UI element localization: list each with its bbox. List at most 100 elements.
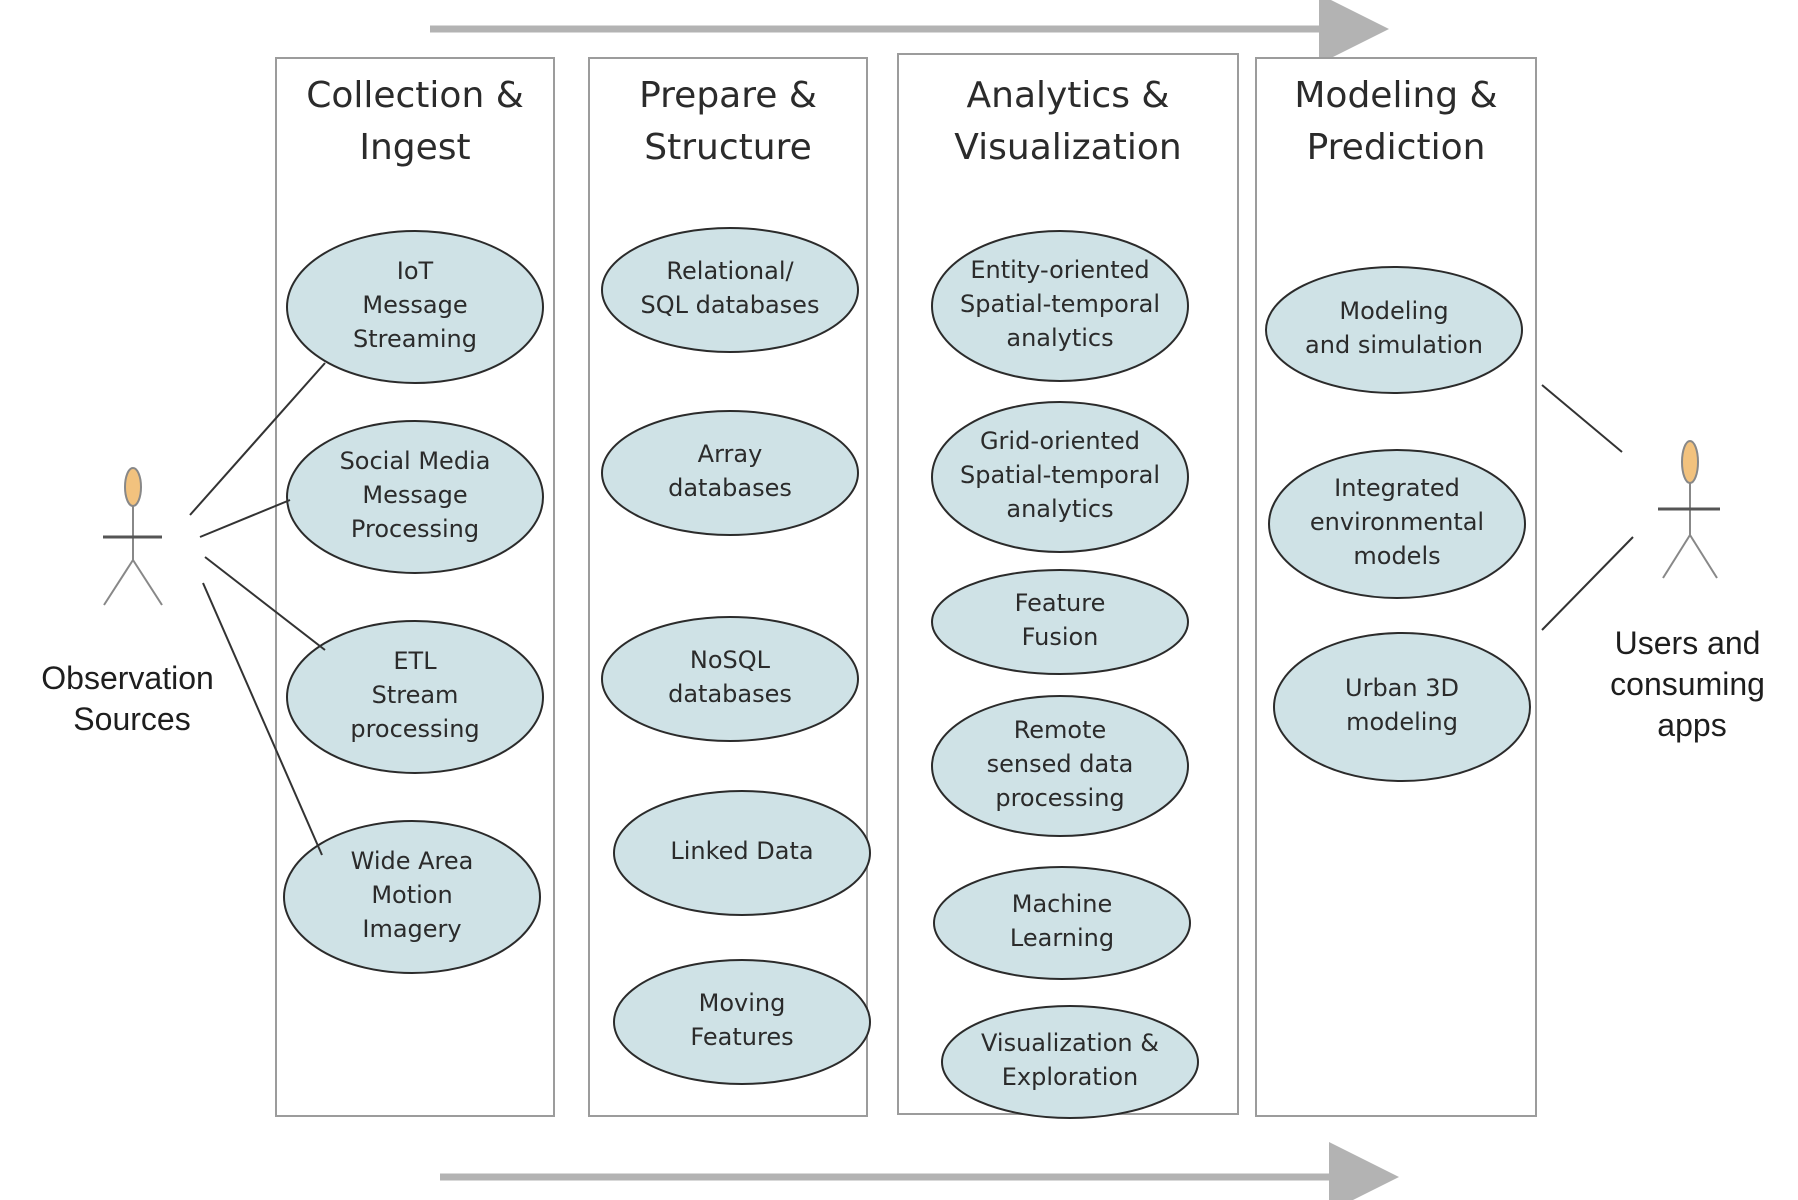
process-label-line: Exploration bbox=[1002, 1063, 1139, 1091]
svg-text:Users and consuming: Users and consuming apps bbox=[1610, 625, 1774, 743]
process-label-line: Message bbox=[362, 481, 467, 509]
connector-line bbox=[204, 556, 326, 651]
process-node: Visualization & Exploration bbox=[941, 1005, 1199, 1119]
process-node: Integrated environmental models bbox=[1268, 449, 1526, 599]
process-label-line: Spatial-temporal bbox=[960, 290, 1160, 318]
process-node: Array databases bbox=[601, 410, 859, 536]
process-label-line: modeling bbox=[1346, 708, 1458, 736]
process-label-line: Moving bbox=[699, 989, 786, 1017]
process-label-line: Stream bbox=[372, 681, 459, 709]
process-oval bbox=[931, 569, 1189, 675]
process-oval bbox=[1268, 449, 1526, 599]
process-label-line: databases bbox=[668, 474, 792, 502]
process-oval bbox=[601, 227, 859, 353]
connector-line bbox=[1541, 384, 1623, 453]
process-label-line: Motion bbox=[371, 881, 452, 909]
actor-label-line: apps bbox=[1657, 707, 1726, 743]
process-label-line: Feature bbox=[1015, 589, 1106, 617]
process-node: Remote sensed data processing bbox=[931, 695, 1189, 837]
process-label-line: sensed data bbox=[987, 750, 1134, 778]
connector-line bbox=[189, 362, 326, 516]
process-label: Relational/SQL databases bbox=[641, 257, 820, 319]
process-node: Linked Data bbox=[613, 790, 871, 916]
connector-lines bbox=[189, 362, 1634, 856]
connector-line bbox=[199, 499, 291, 538]
process-label-line: Social Media bbox=[340, 447, 491, 475]
process-label-line: Integrated bbox=[1334, 474, 1460, 502]
process-label-line: Processing bbox=[351, 515, 479, 543]
process-oval bbox=[286, 230, 544, 384]
process-label-line: analytics bbox=[1006, 495, 1113, 523]
process-label-line: analytics bbox=[1006, 324, 1113, 352]
process-label-line: Grid-oriented bbox=[980, 427, 1140, 455]
process-label-line: Array bbox=[698, 440, 763, 468]
process-label-line: Wide Area bbox=[351, 847, 474, 875]
column-frame bbox=[588, 57, 868, 1117]
actor-label-line: Users and bbox=[1615, 625, 1761, 661]
connector-line bbox=[202, 582, 323, 856]
process-oval bbox=[286, 620, 544, 774]
process-label-line: environmental bbox=[1310, 508, 1484, 536]
process-oval bbox=[931, 230, 1189, 382]
process-oval bbox=[613, 959, 871, 1085]
column-title-line: Visualization bbox=[954, 127, 1181, 168]
stick-figure-icon bbox=[103, 467, 163, 606]
process-label-line: Features bbox=[690, 1023, 793, 1051]
process-oval bbox=[931, 695, 1189, 837]
process-label-line: models bbox=[1353, 542, 1440, 570]
process-label: Remote sensed data processing bbox=[987, 716, 1134, 812]
process-oval bbox=[933, 866, 1191, 980]
process-label-line: Remote bbox=[1014, 716, 1107, 744]
process-oval bbox=[613, 790, 871, 916]
process-label-line: Visualization & bbox=[981, 1029, 1159, 1057]
process-label-line: IoT bbox=[397, 257, 434, 285]
observation-sources-actor: Observation Sources bbox=[41, 467, 214, 737]
actor-label-line: Sources bbox=[73, 701, 190, 737]
process-node: Urban 3D modeling bbox=[1273, 632, 1531, 782]
process-label-line: Spatial-temporal bbox=[960, 461, 1160, 489]
column-title-line: Ingest bbox=[359, 127, 470, 168]
process-label: Integrated environmental models bbox=[1310, 474, 1484, 570]
users-actor: Users and consuming apps bbox=[1610, 440, 1774, 743]
stick-figure-icon bbox=[1658, 440, 1720, 579]
process-label-line: and simulation bbox=[1305, 331, 1483, 359]
process-label-line: processing bbox=[995, 784, 1124, 812]
process-oval bbox=[601, 616, 859, 742]
actor-label-line: consuming bbox=[1610, 666, 1765, 702]
process-label-line: Imagery bbox=[362, 915, 461, 943]
process-label-line: Urban 3D bbox=[1345, 674, 1459, 702]
process-label-line: Message bbox=[362, 291, 467, 319]
process-label: Linked Data bbox=[670, 837, 813, 865]
column-title-line: Prediction bbox=[1307, 127, 1486, 168]
process-label-line: Entity-oriented bbox=[970, 256, 1149, 284]
column-title-line: Prepare & bbox=[639, 75, 817, 116]
process-oval bbox=[941, 1005, 1199, 1119]
column-title: Modeling &Prediction bbox=[1294, 75, 1497, 168]
process-label-line: NoSQL bbox=[690, 646, 771, 674]
column-title: Prepare &Structure bbox=[639, 75, 817, 168]
column-title: Analytics &Visualization bbox=[954, 75, 1181, 168]
process-oval bbox=[1273, 632, 1531, 782]
